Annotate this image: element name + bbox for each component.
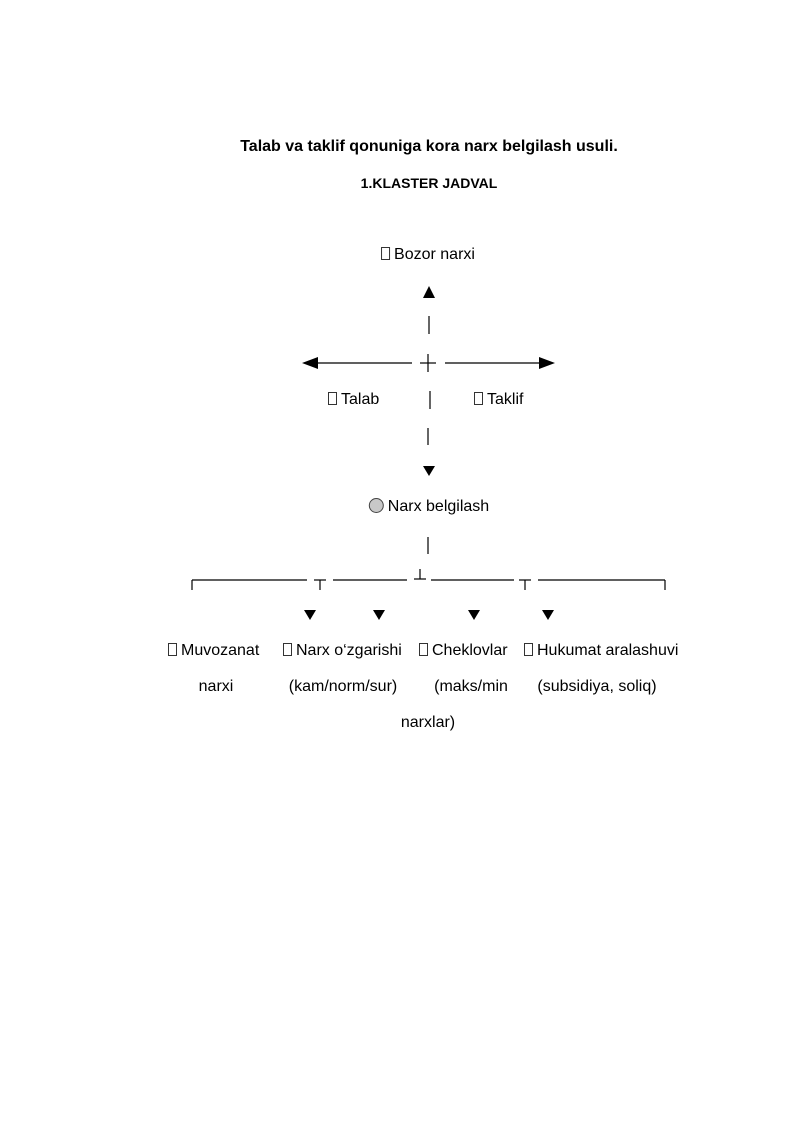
- node-taklif: Taklif: [474, 391, 523, 409]
- document-subtitle: 1.KLASTER JADVAL: [360, 175, 498, 191]
- document-title: Talab va taklif qonuniga kora narx belgi…: [240, 138, 618, 155]
- down-arrow-icon: [373, 610, 385, 620]
- branch-narx-ozgarishi: Narx o‘zgarishi: [283, 642, 402, 660]
- square-box-icon: [524, 643, 533, 656]
- branch-muvozanat: Muvozanat: [168, 642, 259, 660]
- right-arrow-icon: [539, 357, 555, 369]
- branch-label-line3: narxlar): [400, 714, 456, 731]
- branch-label-line1: Cheklovlar: [432, 642, 508, 659]
- branch-label-line1: Muvozanat: [181, 642, 260, 659]
- down-arrow-icon: [304, 610, 316, 620]
- node-label: Taklif: [487, 391, 524, 408]
- node-bozor-narxi: Bozor narxi: [381, 246, 475, 264]
- square-box-icon: [474, 392, 483, 405]
- node-label: Bozor narxi: [394, 246, 475, 263]
- square-box-icon: [419, 643, 428, 656]
- square-box-icon: [328, 392, 337, 405]
- down-arrow-icon: [468, 610, 480, 620]
- down-arrow-icon: [423, 466, 435, 476]
- branch-label-line2: (subsidiya, soliq): [537, 678, 657, 695]
- branch-label-line2: narxi: [198, 678, 234, 695]
- branch-label-line1: Narx o‘zgarishi: [296, 642, 402, 659]
- square-box-icon: [168, 643, 177, 656]
- branch-label-line2: (kam/norm/sur): [288, 678, 398, 695]
- square-box-icon: [283, 643, 292, 656]
- node-label: Talab: [341, 391, 380, 408]
- left-arrow-icon: [302, 357, 318, 369]
- branch-label-line2: (maks/min: [434, 678, 508, 695]
- branch-cheklovlar: Cheklovlar: [419, 642, 508, 660]
- square-box-icon: [381, 247, 391, 260]
- branch-hukumat-aralashuvi: Hukumat aralashuvi: [524, 642, 678, 660]
- up-arrow-icon: [423, 286, 435, 298]
- node-label: Narx belgilash: [387, 498, 490, 515]
- node-narx-belgilash: Narx belgilash: [368, 498, 490, 516]
- branch-label-line1: Hukumat aralashuvi: [537, 642, 679, 659]
- node-talab: Talab: [328, 391, 379, 409]
- gray-circle-icon: [368, 498, 384, 513]
- down-arrow-icon: [542, 610, 554, 620]
